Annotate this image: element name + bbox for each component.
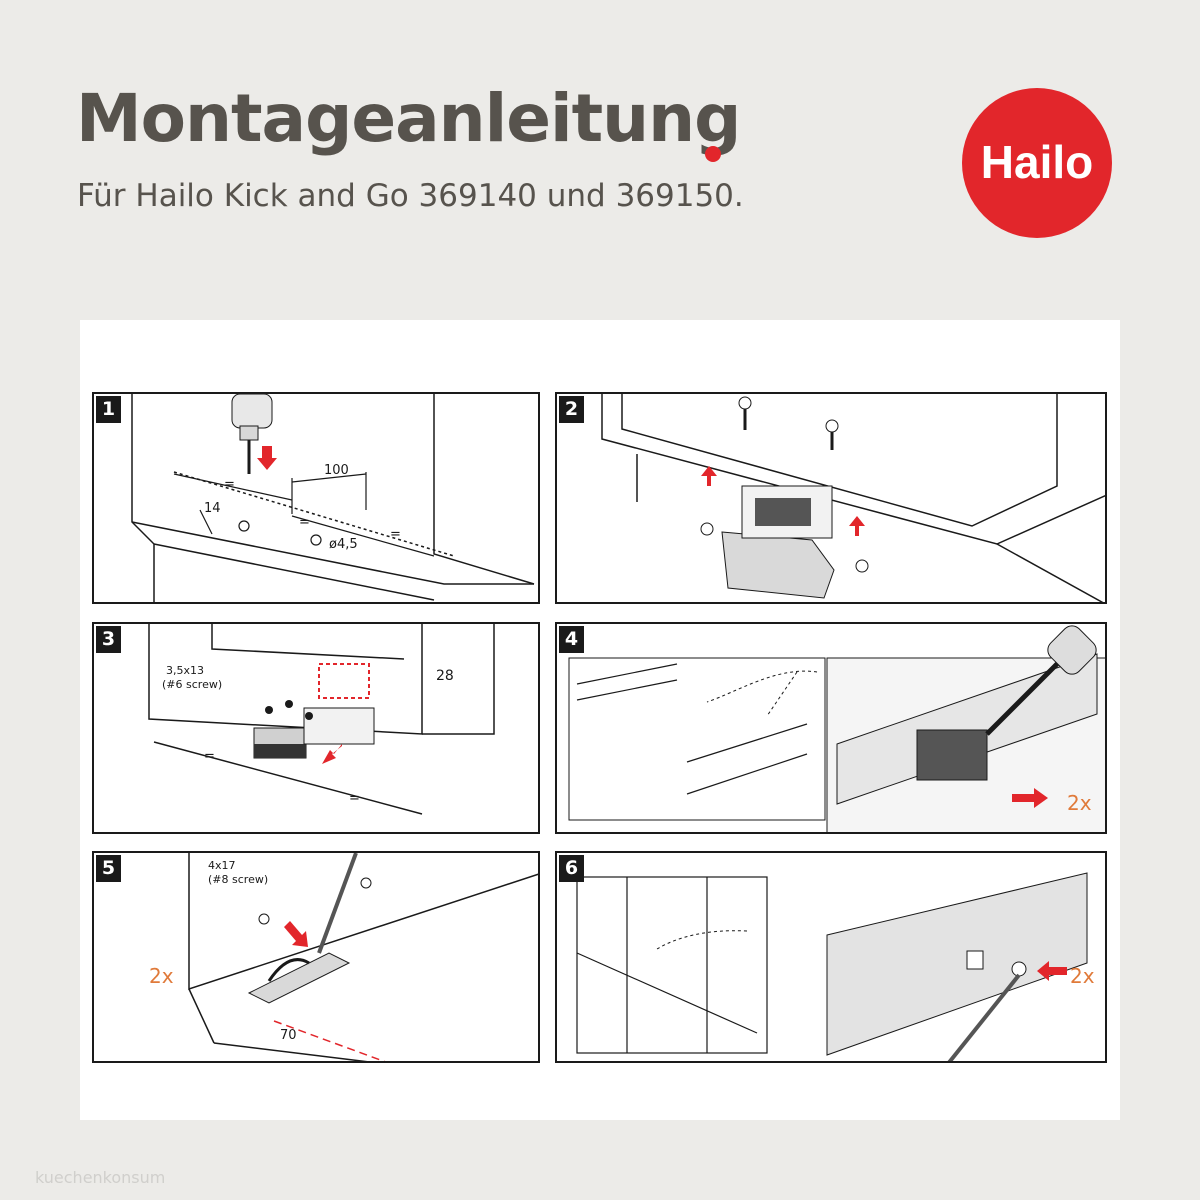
step-number: 2: [559, 396, 584, 423]
screw-icon: [258, 913, 270, 925]
screw-icon: [305, 712, 313, 720]
screw-icon: [738, 396, 752, 430]
logo-text: Hailo: [981, 136, 1093, 188]
dimension-label: 100: [324, 463, 349, 478]
mounting-outline: [318, 663, 370, 699]
dimension-label: =: [204, 749, 215, 764]
cable-icon: [947, 973, 1021, 1061]
step-number: 3: [96, 626, 121, 653]
quantity-label: 2x: [149, 964, 174, 988]
quantity-label: 2x: [1070, 964, 1095, 988]
up-arrow-icon: [701, 466, 717, 486]
step-2-diagram: [601, 394, 1105, 602]
step-4-diagram: 2x: [568, 625, 1105, 832]
screw-icon: [360, 877, 372, 889]
dimension-label: 28: [436, 668, 454, 684]
dimension-label: =: [390, 527, 401, 542]
step-3-diagram: 3,5x13 (#6 screw) 28 = =: [148, 624, 495, 815]
watermark: kuechenkonsum: [35, 1168, 166, 1187]
washer-icon: [700, 522, 714, 536]
page-subtitle: Für Hailo Kick and Go 369140 und 369150.: [77, 178, 744, 214]
step-number: 4: [559, 626, 584, 653]
step-number: 1: [96, 396, 121, 423]
step-6-diagram: 2x: [576, 872, 1095, 1061]
step-number: 5: [96, 855, 121, 882]
title-accent-dot: [705, 146, 721, 162]
step-1-panel: 1 100 = = = 14 ø4,5: [92, 392, 540, 604]
washer-icon: [855, 559, 869, 573]
dimension-label: =: [299, 515, 310, 530]
screw-size-label: 4x17: [208, 859, 236, 872]
screw-icon: [285, 700, 293, 708]
screwdriver-icon: [985, 625, 1097, 736]
cabinet-bumper-icon: [721, 485, 835, 599]
down-arrow-icon: [322, 744, 342, 764]
step-5-diagram: 4x17 (#8 screw) 2x 70: [149, 853, 538, 1061]
step-5-panel: 5 4x17 (#8 screw) 2x 70: [92, 851, 540, 1063]
screw-size-label: 3,5x13: [166, 664, 204, 677]
step-1-diagram: 100 = = = 14 ø4,5: [131, 394, 535, 602]
step-4-panel: 4 2x: [555, 622, 1107, 834]
dimension-label: ø4,5: [329, 537, 358, 552]
page-title: Montageanleitung: [76, 80, 741, 157]
dimension-label: 14: [204, 501, 221, 516]
right-arrow-icon: [1012, 788, 1048, 808]
dimension-label: =: [349, 791, 360, 806]
screw-icon: [265, 706, 273, 714]
dimension-label: 70: [280, 1028, 297, 1043]
drawer-inset: [568, 657, 826, 821]
arrow-icon: [284, 921, 308, 947]
magnet-catch-icon: [253, 727, 307, 759]
down-arrow-icon: [257, 446, 277, 470]
step-6-panel: 6 2x: [555, 851, 1107, 1063]
cable-icon: [317, 853, 358, 954]
hailo-logo: Hailo: [962, 88, 1112, 238]
up-arrow-icon: [849, 516, 865, 536]
screw-type-label: (#6 screw): [162, 678, 222, 691]
bracket-icon: [247, 952, 351, 1004]
quantity-label: 2x: [1067, 791, 1092, 815]
left-arrow-icon: [1037, 961, 1067, 981]
latch-block: [303, 707, 375, 745]
step-3-panel: 3 3,5x13 (#6 screw) 28 = =: [92, 622, 540, 834]
dimension-label: =: [224, 477, 235, 492]
alignment-line: [273, 1020, 386, 1061]
step-2-panel: 2: [555, 392, 1107, 604]
screw-type-label: (#8 screw): [208, 873, 268, 886]
screw-icon: [825, 419, 839, 450]
drill-icon: [231, 394, 273, 474]
rail-detail-icon: [826, 872, 1088, 1056]
step-number: 6: [559, 855, 584, 882]
